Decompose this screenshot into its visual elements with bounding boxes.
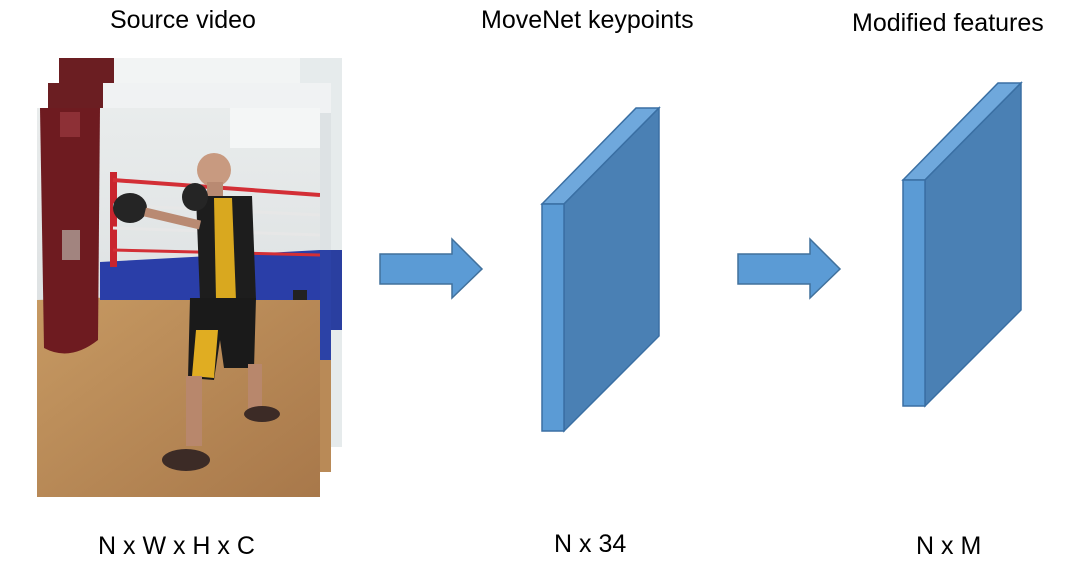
title-movenet-keypoints: MoveNet keypoints — [481, 6, 694, 34]
video-frame-front — [37, 108, 320, 497]
title-modified-features: Modified features — [852, 9, 1044, 37]
arrow-2-icon — [737, 237, 842, 300]
modified-features-block — [901, 81, 1023, 408]
arrow-1-icon — [379, 237, 484, 300]
shape-modified-features: N x M — [916, 532, 982, 560]
title-source-video: Source video — [110, 6, 256, 34]
shape-movenet-keypoints: N x 34 — [554, 530, 627, 558]
shape-source-video: N x W x H x C — [98, 532, 255, 560]
movenet-keypoints-block — [540, 106, 661, 433]
